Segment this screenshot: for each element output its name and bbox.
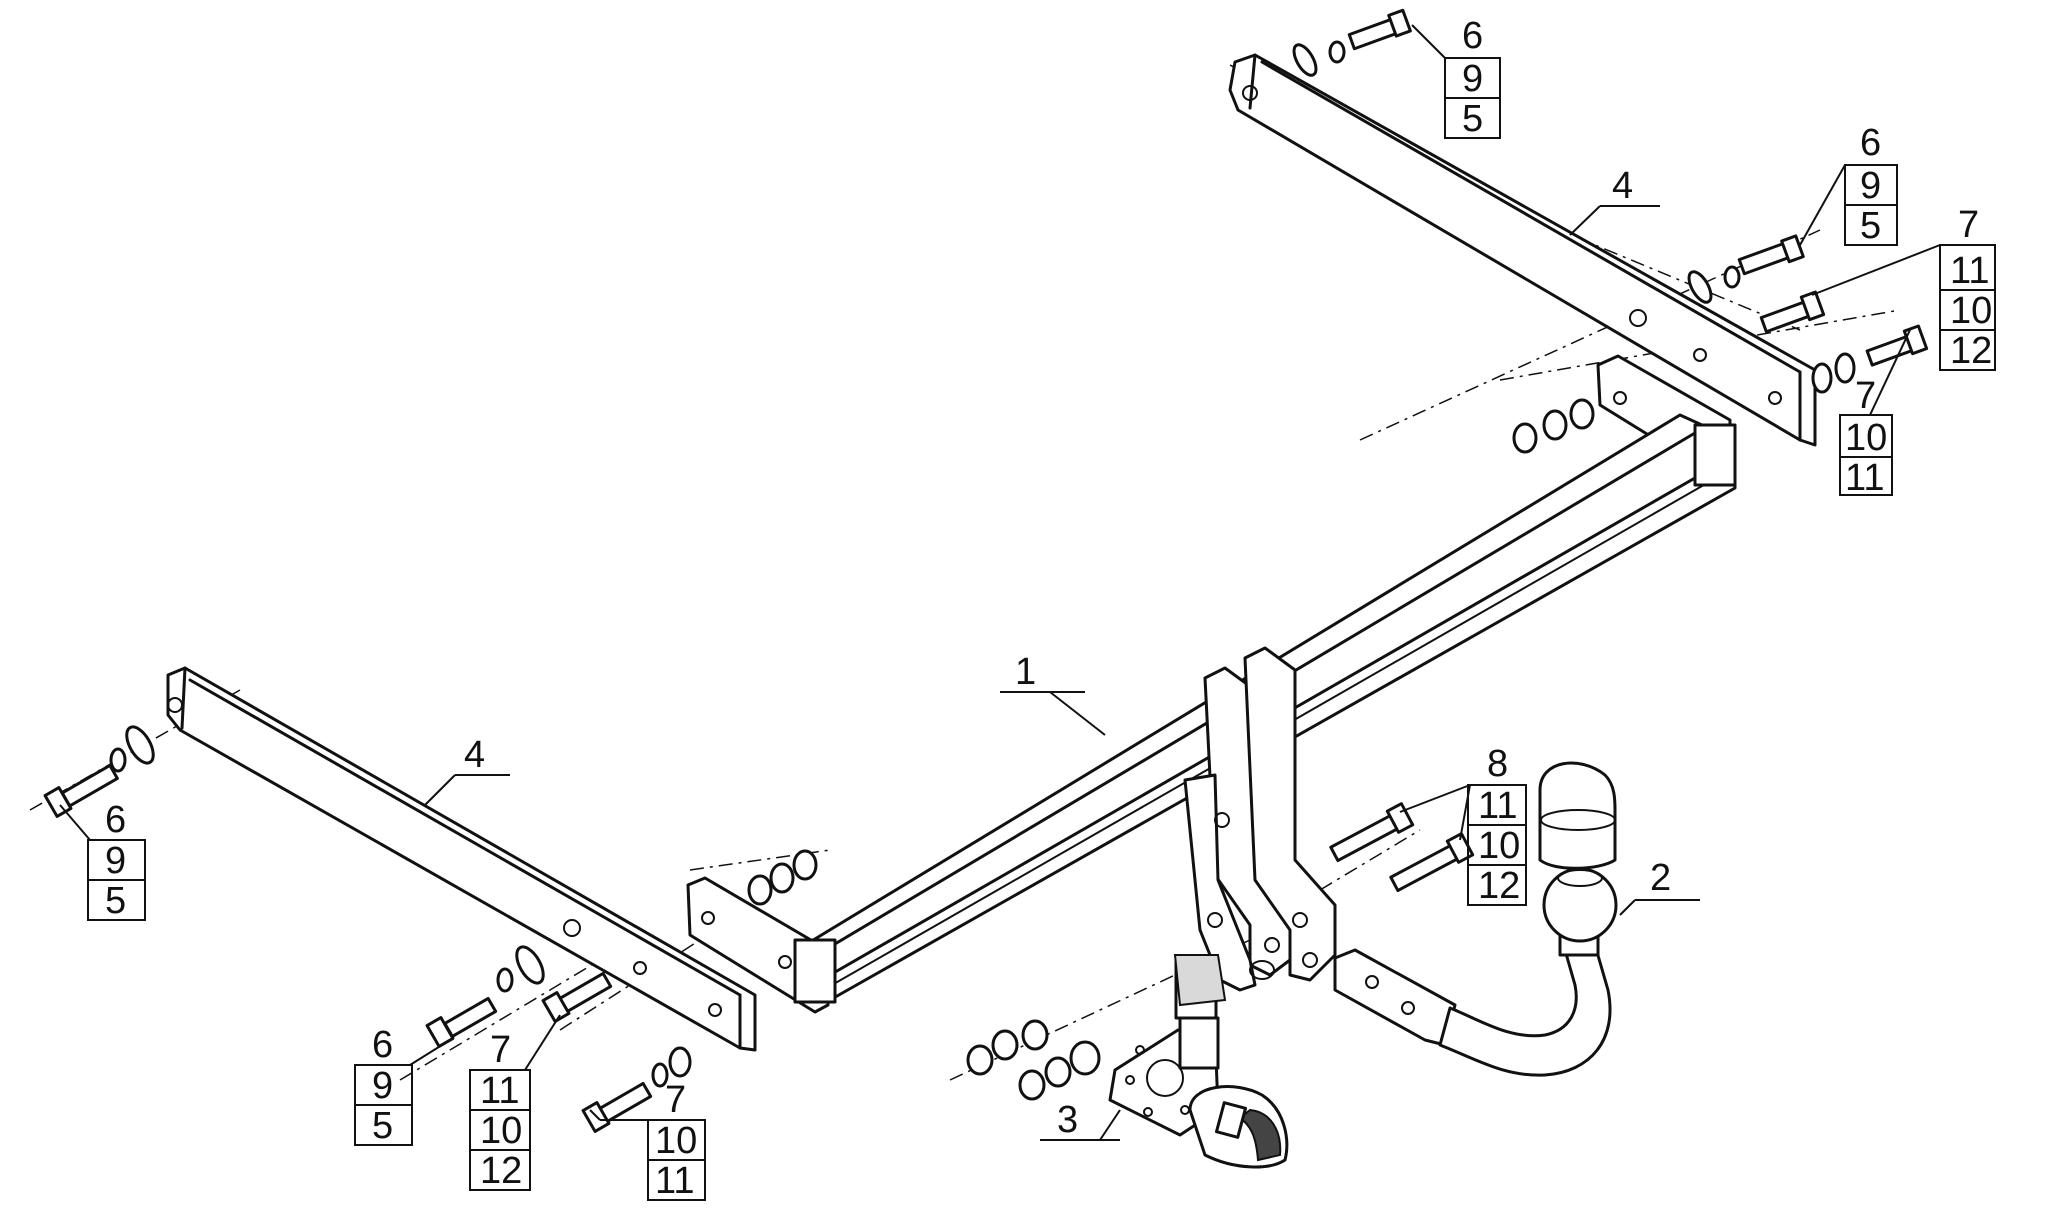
set-row: 10 — [1845, 417, 1887, 459]
set-row: 10 — [480, 1110, 522, 1152]
set-row: 10 — [655, 1120, 697, 1162]
callout-3-label: 3 — [1057, 1099, 1078, 1141]
set-label: 6 — [1860, 122, 1881, 164]
fastener-set-7-11-10-12-bottom: 7 11 10 12 — [469, 1014, 561, 1192]
callout-2-label: 2 — [1650, 857, 1671, 899]
set-row: 12 — [480, 1150, 522, 1192]
callout-1-label: 1 — [1015, 651, 1036, 693]
set-row: 5 — [372, 1105, 393, 1147]
set-label: 7 — [490, 1029, 511, 1071]
set-row: 9 — [1860, 165, 1881, 207]
callout-4-lower: 4 — [424, 734, 510, 806]
set-row: 5 — [1462, 98, 1483, 140]
main-cross-beam — [686, 354, 1737, 1014]
set-label: 7 — [665, 1079, 686, 1121]
set-row: 10 — [1950, 290, 1992, 332]
callout-2: 2 — [1619, 857, 1700, 916]
callout-3: 3 — [1040, 1099, 1121, 1141]
fastener-set-6-9-5-left: 6 9 5 — [59, 799, 146, 922]
set-row: 10 — [1478, 825, 1520, 867]
set-row: 5 — [1860, 205, 1881, 247]
set-row: 11 — [1950, 250, 1989, 292]
electrical-socket — [1188, 1085, 1289, 1169]
set-row: 9 — [1462, 58, 1483, 100]
set-row: 11 — [480, 1070, 519, 1112]
set-label: 6 — [105, 799, 126, 841]
set-label: 6 — [1462, 15, 1483, 57]
set-row: 5 — [105, 880, 126, 922]
center-lines — [29, 64, 1901, 1081]
set-row: 11 — [1478, 785, 1517, 827]
set-label: 6 — [372, 1024, 393, 1066]
set-row: 11 — [655, 1160, 694, 1202]
fastener-set-6-9-5-bottom: 6 9 5 — [354, 1024, 451, 1147]
set-row: 9 — [105, 840, 126, 882]
fastener-set-7-10-11-right: 7 10 11 — [1839, 329, 1911, 499]
set-row: 12 — [1950, 330, 1992, 372]
set-row: 12 — [1478, 865, 1520, 907]
fastener-set-7-10-11-bottom: 7 10 11 — [589, 1079, 706, 1202]
fastener-set-8-11-10-12: 8 11 10 12 — [1399, 743, 1527, 907]
fastener-set-6-9-5-right: 6 9 5 — [1799, 122, 1898, 247]
set-label: 7 — [1855, 375, 1876, 417]
set-row: 11 — [1845, 457, 1884, 499]
fasteners — [43, 8, 1929, 1133]
set-row: 9 — [372, 1065, 393, 1107]
callout-4-upper: 4 — [1569, 165, 1660, 236]
set-label: 7 — [1958, 204, 1979, 246]
fastener-set-7-11-10-12-right: 7 11 10 12 — [1811, 204, 1996, 372]
callout-1: 1 — [1000, 651, 1106, 736]
side-bracket-upper — [1228, 53, 1817, 447]
ball-cover-cap — [1538, 761, 1617, 870]
callout-4-upper-label: 4 — [1612, 165, 1633, 207]
callout-4-lower-label: 4 — [464, 734, 485, 776]
side-bracket-lower — [166, 666, 757, 1052]
set-label: 8 — [1487, 743, 1508, 785]
tow-ball-neck — [1333, 867, 1618, 1077]
fastener-set-6-9-5-top: 6 9 5 — [1411, 15, 1501, 140]
